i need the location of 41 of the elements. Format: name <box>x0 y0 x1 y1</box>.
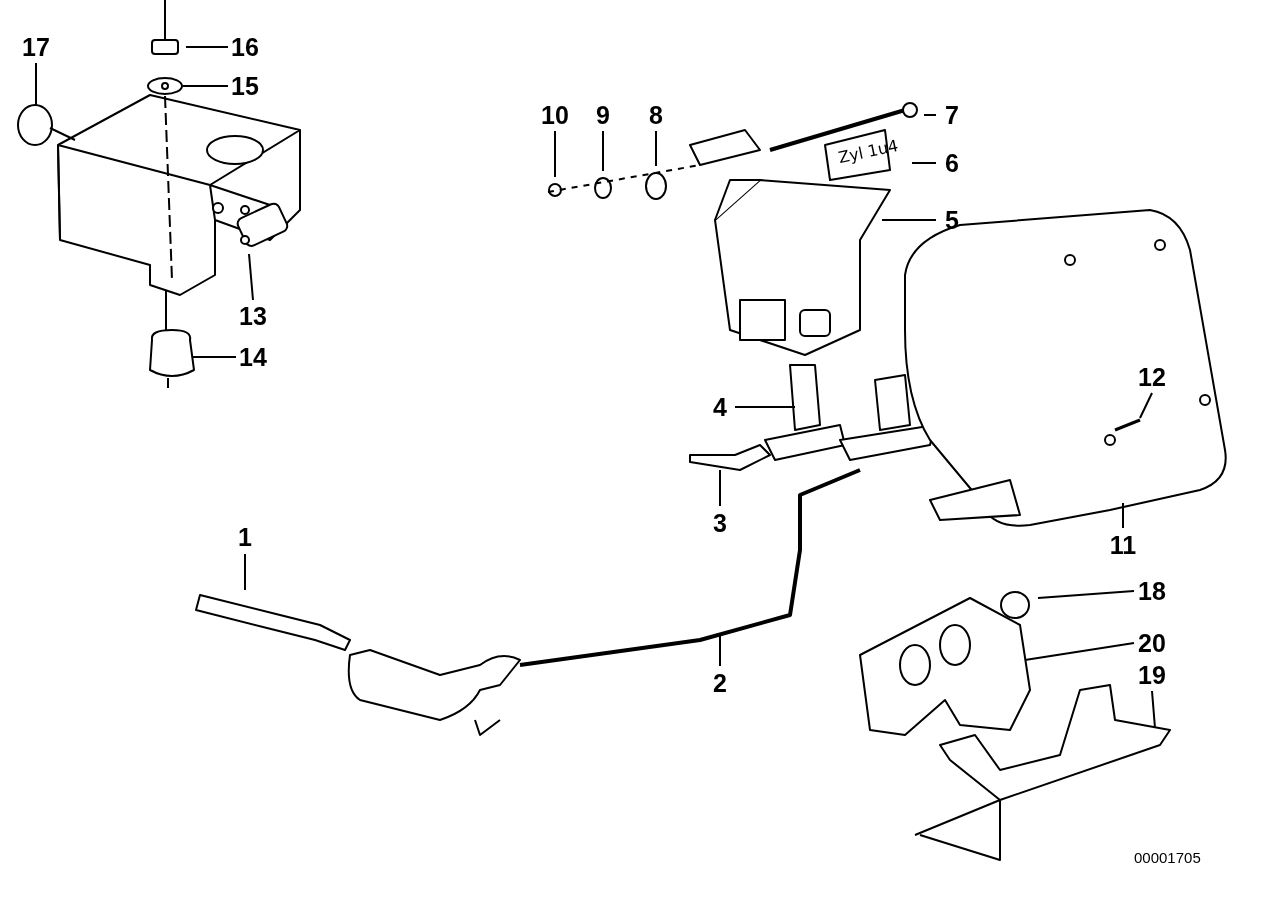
callout-number: 10 <box>541 102 569 128</box>
callout-number: 19 <box>1138 662 1166 688</box>
callout-number: 6 <box>945 150 959 176</box>
leader-line <box>881 219 937 221</box>
leader-line <box>911 162 937 164</box>
leader-line <box>602 130 604 172</box>
callout-number: 1 <box>238 524 252 550</box>
leader-line <box>923 114 937 116</box>
leader-line <box>1139 392 1153 419</box>
leader-line <box>248 253 254 301</box>
leader-line <box>719 634 721 667</box>
tag-text: Zyl 1u4 <box>836 135 900 168</box>
leader-line <box>554 130 556 178</box>
leader-line <box>182 85 229 87</box>
drawing-number: 00001705 <box>1134 849 1201 866</box>
callout-number: 2 <box>713 670 727 696</box>
callout-number: 8 <box>649 102 663 128</box>
leader-line <box>655 130 657 167</box>
leader-line <box>1151 690 1156 729</box>
callout-number: 13 <box>239 303 267 329</box>
leader-line <box>1122 502 1124 529</box>
callout-number: 12 <box>1138 364 1166 390</box>
callout-number: 7 <box>945 102 959 128</box>
leader-line <box>185 46 229 48</box>
leader-line <box>719 469 721 507</box>
callout-number: 16 <box>231 34 259 60</box>
callout-number: 9 <box>596 102 610 128</box>
callout-number: 3 <box>713 510 727 536</box>
callout-number: 17 <box>22 34 50 60</box>
callout-number: 14 <box>239 344 267 370</box>
leader-line <box>1037 590 1135 599</box>
callout-number: 15 <box>231 73 259 99</box>
leader-line <box>244 553 246 591</box>
callout-number: 18 <box>1138 578 1166 604</box>
leader-line <box>191 356 237 358</box>
leader-line <box>35 62 37 106</box>
callout-number: 20 <box>1138 630 1166 656</box>
callout-number: 11 <box>1109 532 1137 558</box>
callout-number: 4 <box>713 394 727 420</box>
leader-line <box>734 406 796 408</box>
leader-line <box>1024 642 1135 661</box>
